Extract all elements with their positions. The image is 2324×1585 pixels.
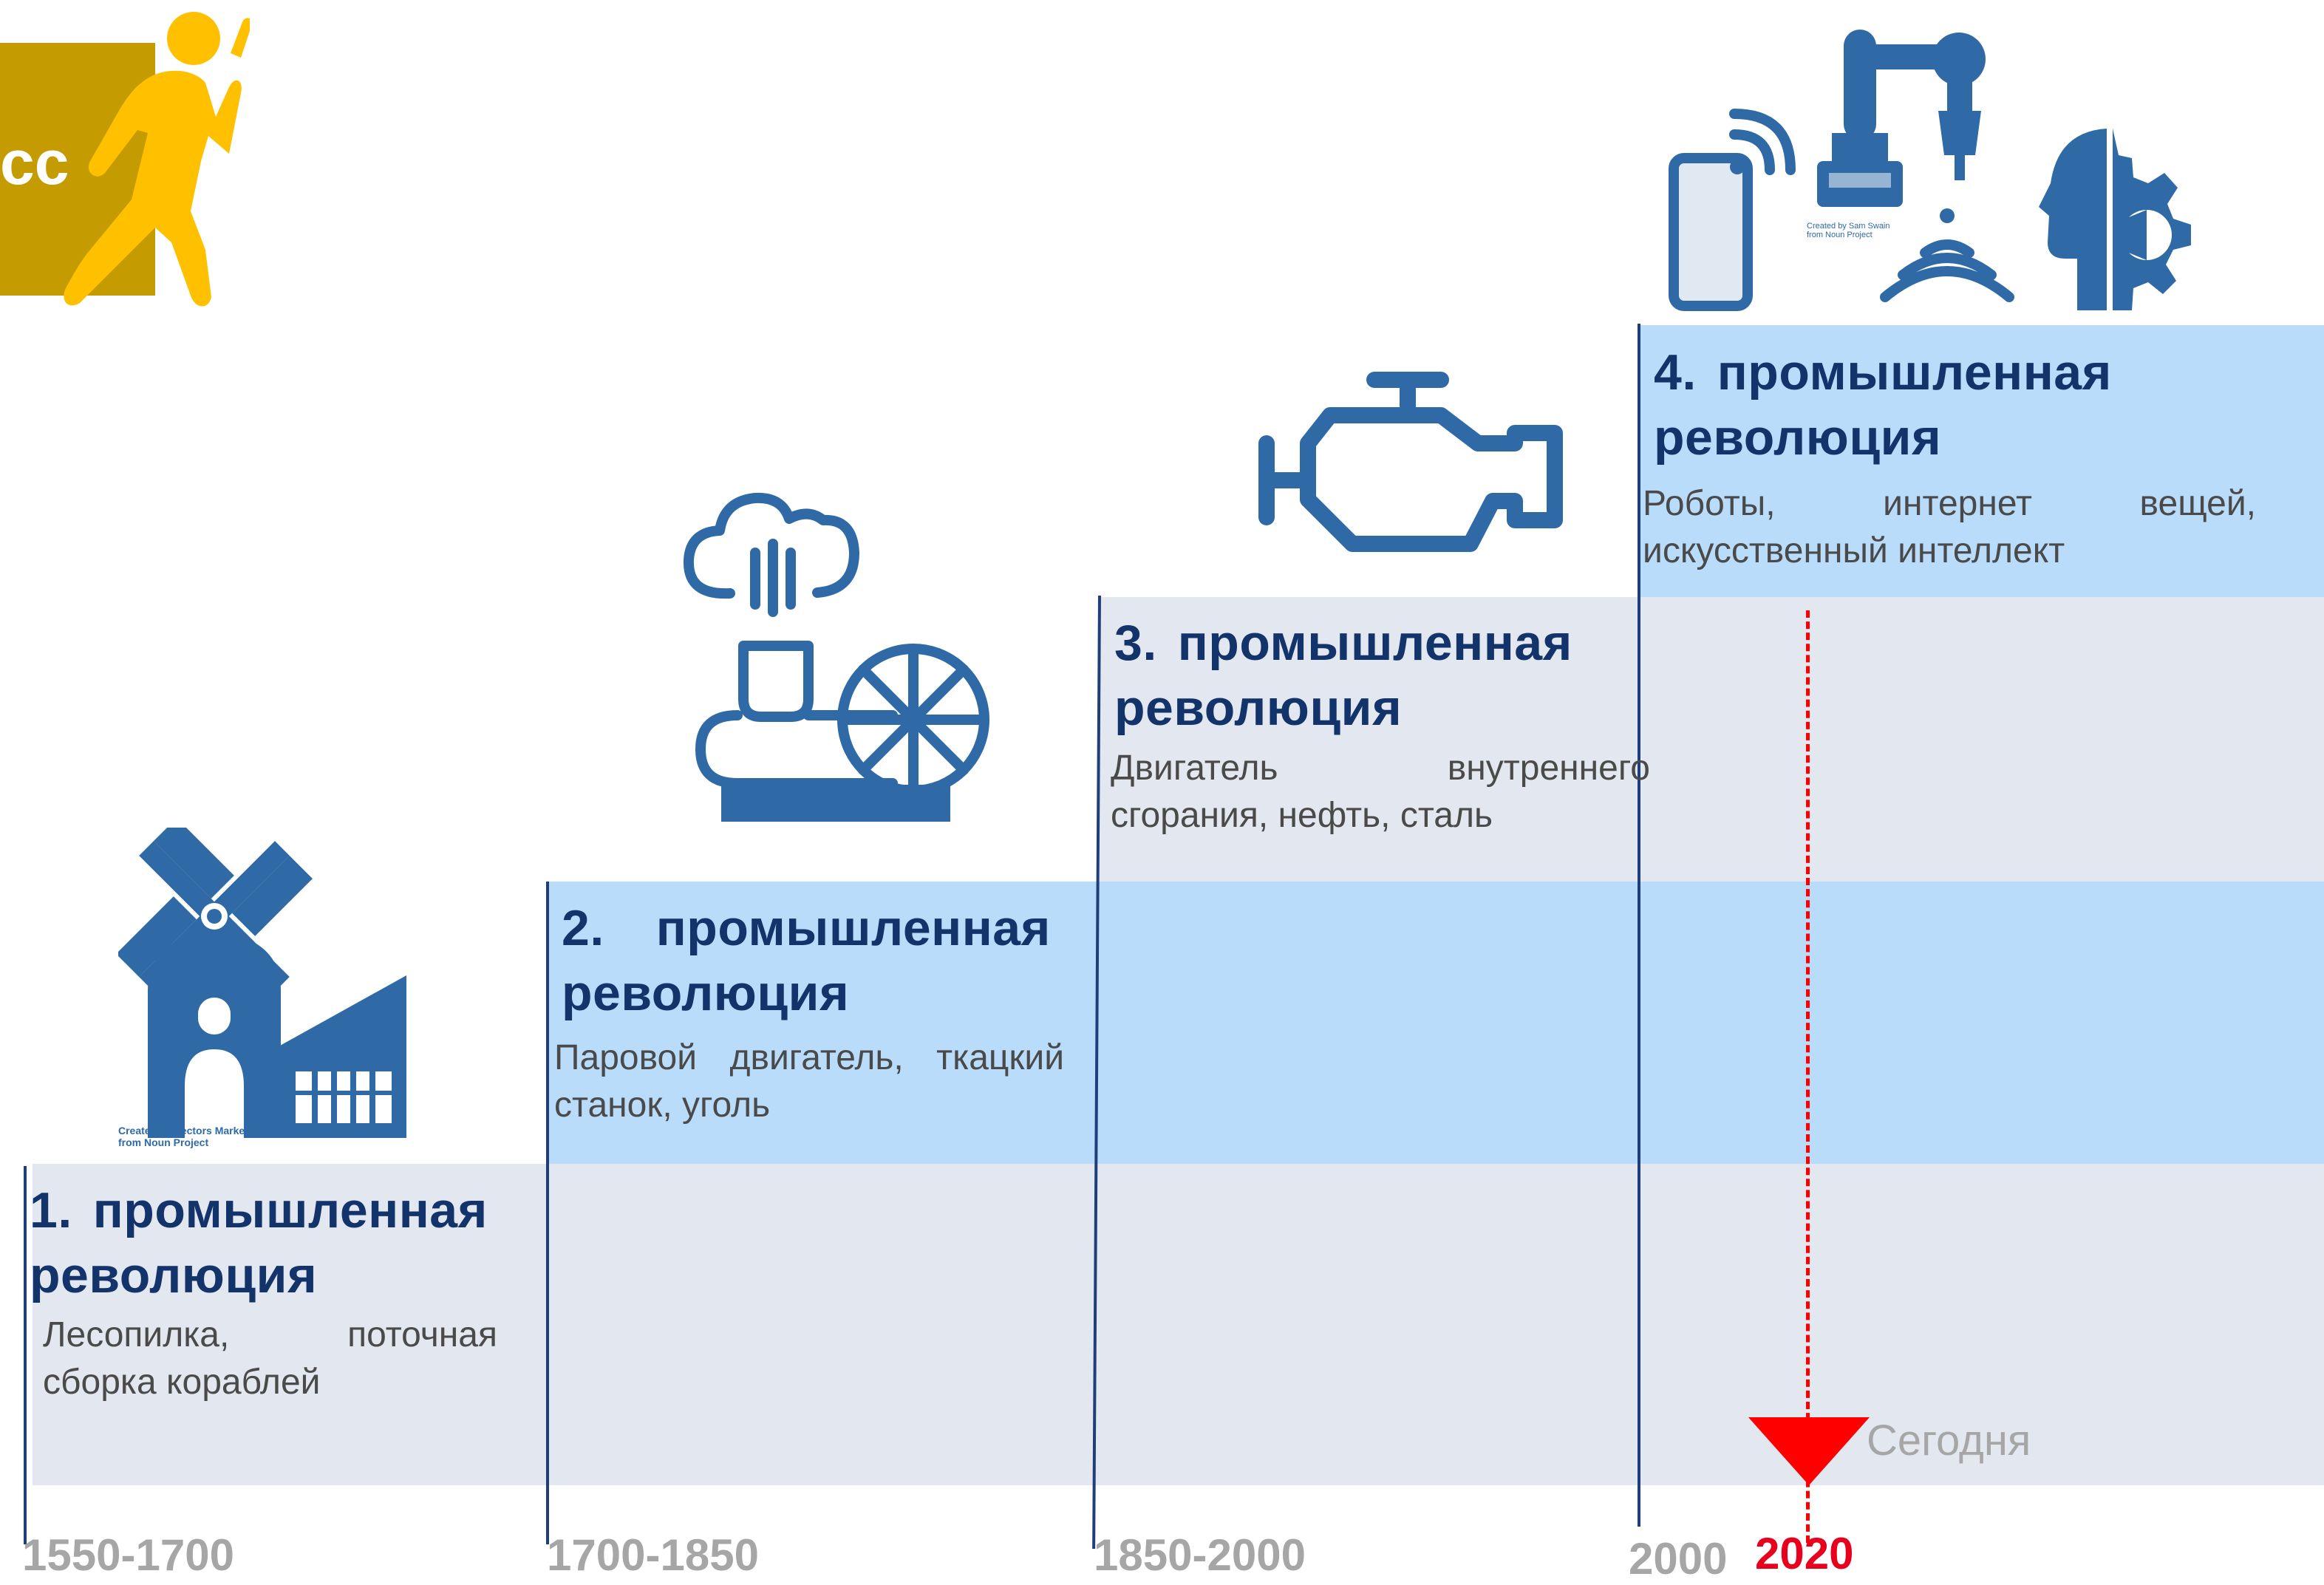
stage-3-period: 1850-2000 [1094,1530,1306,1580]
stage-2-title: 2. промышленная революция [562,896,1094,1026]
robot-arm-icon [1814,22,2028,310]
running-man-icon [61,6,250,328]
stage-2-band [547,882,2324,1164]
windmill-factory-icon [118,828,414,1138]
ai-head-gear-icon [2036,124,2191,313]
stage-1-period: 1550-1700 [22,1530,234,1580]
stage-3-band [1100,597,2324,882]
stage-1-number: 1. [30,1182,72,1238]
stage-1-title-line2: революция [30,1247,318,1303]
stage-1-icon-credit-line1: Created by Vectors Market [118,1125,248,1136]
today-year: 2020 [1755,1529,1854,1578]
steam-engine-icon [678,486,996,828]
smartphone-wifi-icon [1666,102,1799,316]
engine-icon [1256,369,1567,554]
stage-2-description: Паровой двигатель, ткацкий станок, уголь [554,1038,1064,1125]
triangle-down-marker-icon [1748,1417,1870,1485]
stage-1-icon-credit-line2: from Noun Project [118,1136,209,1148]
stage-4-period: 2000 [1629,1534,1728,1584]
stage-4-title-line2: революция [1654,409,1942,466]
stage-3-title: 3. промышленная революция [1114,610,1632,740]
stage-3-title-line1: промышленная [1177,615,1572,671]
stage-4-title-line1: промышленная [1717,344,2112,400]
stage-1-title-line1: промышленная [92,1182,488,1238]
stage-4-divider [1638,324,1640,1527]
stage-1-title: 1. промышленная революция [30,1178,547,1308]
stage-1-divider [24,1166,27,1544]
stage-3-title-line2: революция [1114,680,1403,736]
stage-4-band [1639,325,2324,597]
header-badge-text: сс [0,128,69,197]
today-label: Сегодня [1867,1417,2031,1465]
stage-2-title-line2: революция [562,965,850,1021]
stage-2-period: 1700-1850 [547,1530,759,1580]
stage-3-number: 3. [1114,615,1157,671]
stage-2-divider [546,882,549,1544]
stage-4-description: Роботы, интернет вещей, искусственный ин… [1643,484,2256,570]
stage-1-description: Лесопилка, поточная сборка кораблей [43,1315,497,1402]
stage-2-number: 2. [562,900,604,956]
stage-3-description: Двигатель внутреннего сгорания, нефть, с… [1111,749,1650,835]
stage-4-icon-credit-line1: Created by Sam Swain [1807,222,1890,231]
today-dashed-line [1806,610,1810,1543]
stage-1-band [33,1164,2324,1485]
stage-4-number: 4. [1654,344,1697,400]
stage-4-icon-credit-line2: from Noun Project [1807,231,1873,239]
stage-4-title: 4. промышленная революция [1654,340,2319,470]
stage-2-title-line1: промышленная [655,900,1051,956]
